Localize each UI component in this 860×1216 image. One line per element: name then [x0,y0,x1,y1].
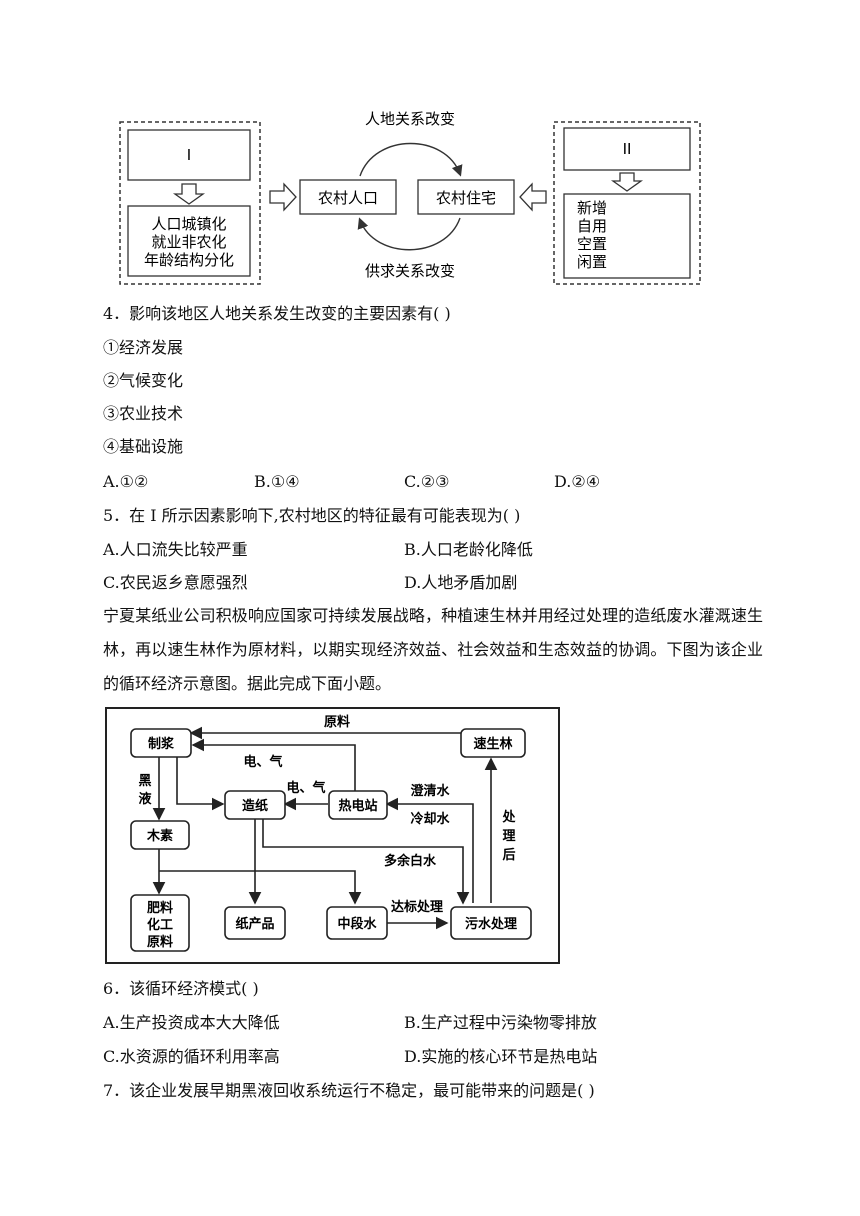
node-fast-forest-label: 速生林 [473,736,512,752]
box-II [563,127,691,171]
figure-1-diagram: I 人口城镇化 就业非农化 年龄结构分化 农村人口 农村住宅 人地关系改变 供求… [119,110,701,285]
q6-stem: 6．该循环经济模式( ) [103,979,259,998]
node-fertilizer-line-2: 化工 [147,917,173,933]
box-I-factors [127,205,251,277]
passage-text: 宁夏某纸业公司积极响应国家可持续发展战略，种植速生林并用经过处理的造纸废水灌溉速… [103,606,763,693]
q4-item-1: ①经济发展 [103,338,184,357]
box-II-label: II [623,140,632,158]
q6-option-b[interactable]: B.生产过程中污染物零排放 [404,1013,597,1032]
node-fertilizer [130,894,190,952]
node-power-station-label: 热电站 [338,798,377,814]
label-raw-material: 原料 [324,714,350,730]
q4-option-b[interactable]: B.①④ [254,472,300,491]
hollow-down-arrow-icon [172,183,206,205]
label-power-gas-1: 电、气 [243,754,282,770]
edge-power-to-pulp [191,738,356,791]
label-after-treatment-2: 理 [502,829,515,844]
q4-item-2: ②气候变化 [103,371,184,390]
node-sewage-treatment [450,906,532,940]
box-II-item-2: 自用 [577,217,607,235]
label-power-gas-2: 电、气 [286,780,325,796]
q5-option-c[interactable]: C.农民返乡意愿强烈 [103,573,248,592]
hollow-left-arrow-icon [519,182,547,212]
edge-lignin-to-midwater [159,870,362,905]
label-cooling-water: 冷却水 [410,811,450,827]
node-fast-forest [460,728,526,758]
box-rural-housing [417,179,515,215]
label-after-treatment-1: 处 [501,809,516,825]
node-fertilizer-line-1: 肥料 [147,900,173,916]
box-II-item-4: 闲置 [577,253,607,271]
q4-option-c[interactable]: C.②③ [404,472,450,491]
label-standard-treatment: 达标处理 [391,899,443,915]
q6-option-c[interactable]: C.水资源的循环利用率高 [103,1047,280,1066]
q4-item-4: ④基础设施 [103,437,184,456]
top-label: 人地关系改变 [365,110,455,128]
top-cycle-arrow [359,142,463,177]
figure-2-circular-economy-diagram: 制浆 速生林 造纸 热电站 木素 肥料 化工 原料 纸产品 中段水 污水处理 原… [105,707,560,964]
node-power-station [328,790,388,820]
bottom-label: 供求关系改变 [365,262,455,280]
q4-option-d[interactable]: D.②④ [554,472,601,491]
rural-housing-label: 农村住宅 [436,189,496,207]
q5-option-b[interactable]: B.人口老龄化降低 [404,540,533,559]
label-black-liquor-2: 液 [138,791,151,807]
box-rural-population [299,179,397,215]
box-I [127,129,251,181]
q4-item-3: ③农业技术 [103,404,184,423]
q6-option-a[interactable]: A.生产投资成本大大降低 [103,1013,280,1032]
node-pulping-label: 制浆 [148,736,175,752]
label-clear-water: 澄清水 [410,783,450,799]
node-paper-product [224,906,286,940]
rural-population-label: 农村人口 [318,189,378,207]
edge-pulp-to-paper [176,757,225,811]
q4-option-a[interactable]: A.①② [103,472,149,491]
box-I-item-1: 人口城镇化 [151,215,226,233]
node-mid-water-label: 中段水 [337,916,377,932]
label-black-liquor-1: 黑 [138,774,151,789]
node-fertilizer-line-3: 原料 [147,934,173,950]
q5-stem: 5．在 I 所示因素影响下,农村地区的特征最有可能表现为( ) [103,506,521,525]
label-after-treatment-3: 后 [502,847,515,863]
box-II-items [563,193,691,279]
hollow-right-arrow-icon [269,182,297,212]
node-mid-water [326,906,388,940]
edge-sewage-to-power [385,797,474,903]
q5-option-d[interactable]: D.人地矛盾加剧 [404,573,518,592]
node-papermaking-label: 造纸 [242,798,268,814]
box-II-item-1: 新增 [577,199,607,217]
box-I-label: I [187,146,191,164]
node-lignin [130,820,190,850]
box-I-item-3: 年龄结构分化 [144,251,234,269]
hollow-down-arrow-icon-2 [610,172,644,192]
q7-stem: 7．该企业发展早期黑液回收系统运行不稳定，最可能带来的问题是( ) [103,1081,595,1100]
node-pulping [130,728,192,758]
node-sewage-treatment-label: 污水处理 [465,916,517,932]
node-lignin-label: 木素 [146,828,173,844]
q6-option-d[interactable]: D.实施的核心环节是热电站 [404,1047,598,1066]
node-paper-product-label: 纸产品 [235,916,274,932]
box-II-item-3: 空置 [577,235,607,253]
label-excess-white-water: 多余白水 [384,853,437,869]
q4-stem: 4．影响该地区人地关系发生改变的主要因素有( ) [103,304,451,323]
box-I-item-2: 就业非农化 [151,233,226,251]
bottom-cycle-arrow [357,217,461,251]
edge-paper-to-sewage [262,819,470,905]
node-papermaking [224,790,286,820]
panel-I-dashed [119,121,261,285]
q5-option-a[interactable]: A.人口流失比较严重 [103,540,248,559]
panel-II-dashed [553,121,701,285]
